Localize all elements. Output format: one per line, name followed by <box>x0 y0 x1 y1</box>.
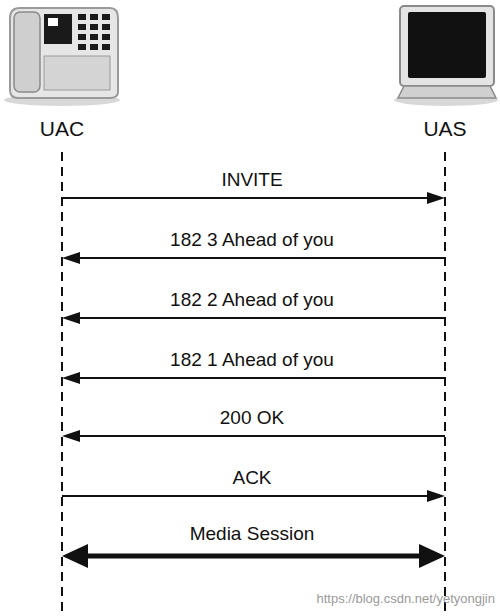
participant-name: UAS <box>420 116 469 142</box>
message-label: 200 OK <box>216 407 288 429</box>
media-session-arrow <box>70 554 437 559</box>
message-label: INVITE <box>217 169 286 191</box>
message-label: 182 2 Ahead of you <box>166 289 338 311</box>
participant-name: UAC <box>37 116 87 142</box>
computer-icon <box>394 6 498 106</box>
participant-label: UAC <box>37 116 87 142</box>
message-label: ACK <box>228 467 275 489</box>
message-label: Media Session <box>186 523 319 545</box>
phone-icon <box>4 8 120 106</box>
message-arrow <box>62 495 441 497</box>
message-arrow <box>66 435 445 437</box>
message-arrow <box>62 197 441 199</box>
lifeline <box>62 152 445 616</box>
watermark: https://blog.csdn.net/yetyongjin <box>316 591 495 606</box>
message-label: 182 3 Ahead of you <box>166 229 338 251</box>
message-arrow <box>66 377 445 379</box>
message-arrow <box>66 257 445 259</box>
message-arrow <box>66 317 445 319</box>
message-label: 182 1 Ahead of you <box>166 349 338 371</box>
participant-label: UAS <box>420 116 469 142</box>
